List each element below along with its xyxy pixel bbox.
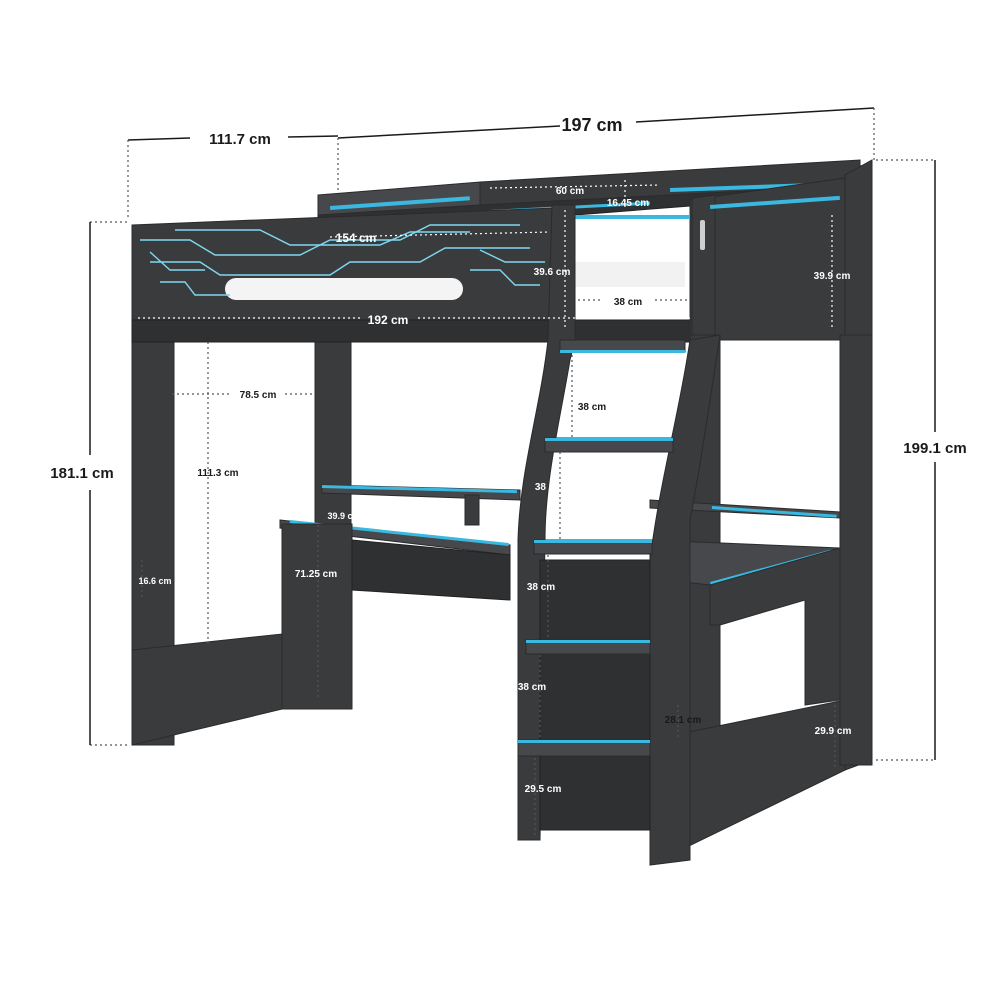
ladder-top-post: [691, 194, 716, 341]
dimension-bottom-step: 29.5 cm: [525, 784, 562, 795]
right-desk-shelf-accent: [711, 505, 837, 518]
dimension-width-top: 197 cm: [561, 115, 622, 135]
dimension-height-left: 181.1 cm: [50, 465, 113, 482]
dimension-guard-rail-length: 154 cm: [336, 231, 377, 245]
dimension-desk-depth: 39.9 cm: [327, 511, 360, 521]
dimension-right-foot-outer: 29.9 cm: [815, 726, 852, 737]
top-mattress-white: [575, 262, 685, 287]
depth-line-right: [287, 135, 339, 138]
guard-rail-base: [131, 319, 693, 343]
desk-modesty-panel: [351, 539, 511, 601]
dimension-mattress-length: 192 cm: [368, 313, 409, 327]
desk-shelf-divider: [464, 494, 480, 526]
dimension-rail-height-right: 39.9 cm: [814, 271, 851, 282]
dimension-ladder-opening: 38 cm: [614, 297, 642, 308]
right-head-accent: [710, 195, 840, 209]
dimension-height-right: 199.1 cm: [903, 440, 966, 457]
dimension-step-gap-2: 38 cm: [535, 482, 563, 493]
dimension-rail-height-left: 39.6 cm: [534, 267, 571, 278]
shelf-accent-1: [329, 196, 470, 210]
dimension-shelf-depth: 16.45 cm: [607, 198, 649, 209]
stair-riser-block: [539, 559, 651, 831]
desk-left-panel: [281, 523, 353, 710]
dimension-depth: 111.7 cm: [209, 131, 271, 148]
width-top-line-right: [635, 107, 875, 123]
ladder-top-accent: [560, 215, 690, 219]
stair-stringer-left: [517, 204, 576, 841]
dimension-foot-height: 16.6 cm: [138, 576, 171, 586]
circuit-pattern: [140, 224, 545, 296]
dimension-right-foot-inner: 28.1 cm: [665, 715, 702, 726]
width-top-line-left: [337, 125, 561, 139]
desk-shelf-accent: [321, 485, 517, 494]
dimension-shelf-width: 60 cm: [556, 186, 584, 197]
dimension-step-gap-4: 38 cm: [518, 682, 546, 693]
stair-stringer-right: [649, 334, 721, 866]
dimension-clearance: 111.3 cm: [197, 468, 238, 479]
right-back-leg: [839, 334, 873, 766]
dimension-step-gap-1: 38 cm: [578, 402, 606, 413]
dimension-desk-height: 71.25 cm: [295, 569, 337, 580]
right-desk-front: [709, 547, 841, 706]
dimension-leg-span: 78.5 cm: [240, 390, 277, 401]
front-rail-slot: [225, 278, 463, 300]
stair-treads: [517, 339, 686, 757]
depth-line-left: [127, 137, 191, 141]
ladder-post-handle: [700, 220, 705, 250]
dimension-step-gap-3: 38 cm: [527, 582, 555, 593]
